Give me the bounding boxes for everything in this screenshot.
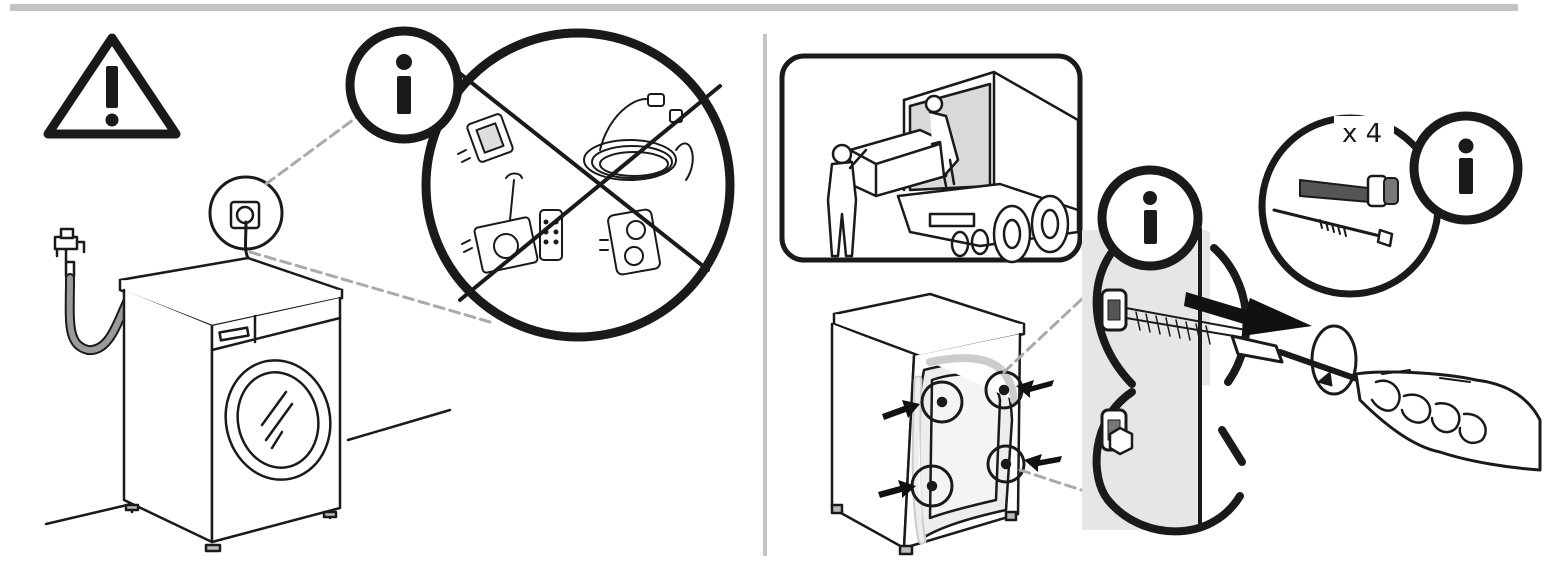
info-icon (1097, 165, 1203, 271)
washing-machine-rear (830, 292, 1026, 556)
bolt-arrows (878, 380, 1062, 498)
floor-line (346, 408, 452, 442)
info-icon (1409, 111, 1523, 225)
pull-arrow (1184, 292, 1312, 336)
warning-triangle-icon (43, 33, 181, 139)
forbidden-devices-detail (421, 28, 735, 342)
bolt-removal-detail (1082, 222, 1542, 536)
water-tap (53, 227, 133, 355)
wall-socket (208, 175, 284, 260)
left-panel (43, 26, 735, 553)
delivery-truck (779, 53, 1083, 264)
zoom-line (248, 250, 492, 324)
right-panel: x 4 (779, 53, 1542, 556)
top-rule (10, 4, 1518, 11)
zoom-line (1002, 280, 1102, 374)
prohibited-cross (456, 70, 722, 302)
center-divider (763, 34, 767, 556)
info-icon (345, 26, 463, 144)
transport-bolts-detail: x 4 (1258, 114, 1442, 298)
extension-cord-icon (583, 93, 694, 181)
floor-line (44, 500, 142, 526)
adapter-plug-icon (457, 113, 514, 163)
multi-socket-adapter-icon (599, 208, 661, 276)
washing-machine (118, 256, 344, 553)
bolt-quantity-label: x 4 (1342, 119, 1382, 149)
